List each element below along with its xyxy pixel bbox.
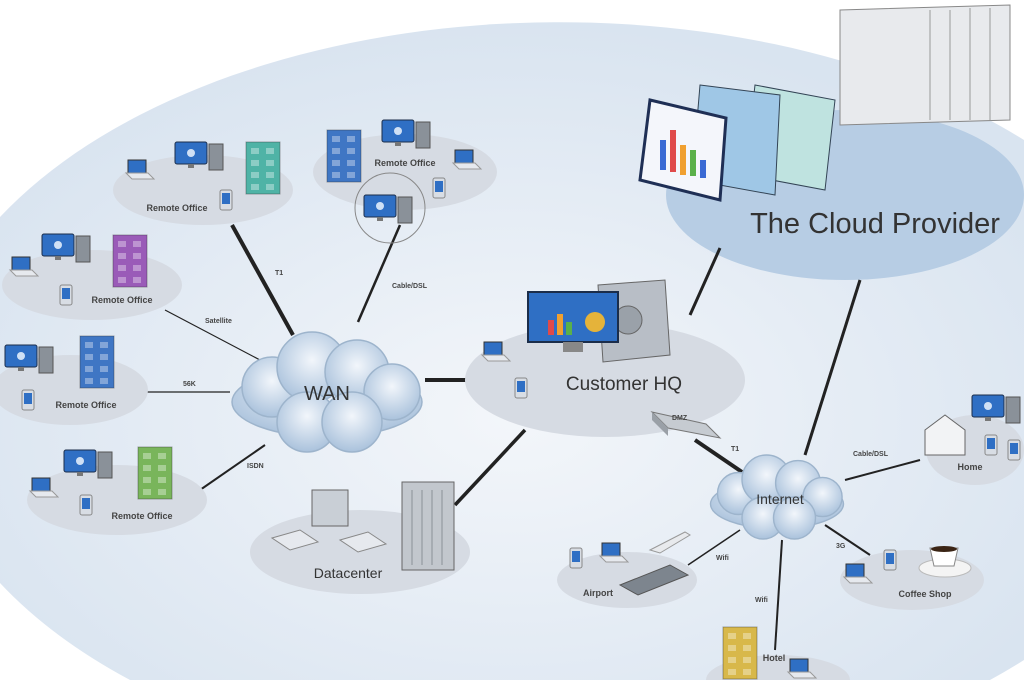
link-label-56k: 56K [183, 381, 196, 388]
home-label: Home [957, 462, 982, 472]
wan-cloud: WAN [231, 331, 423, 453]
site-label: Remote Office [374, 158, 435, 168]
datacenter-label: Datacenter [314, 565, 383, 581]
link-label-cable-dsl-home: Cable/DSL [853, 451, 889, 458]
link-label-isdn: ISDN [247, 463, 264, 470]
connections [145, 224, 921, 651]
server-rack-icon [839, 4, 1011, 126]
site-label: Remote Office [111, 511, 172, 521]
hq-label: Customer HQ [566, 374, 682, 395]
internet-cloud: Internet [709, 454, 845, 540]
link-label-3g: 3G [836, 543, 846, 550]
monitor-icon [527, 291, 619, 352]
dashboard-windows-icon [638, 84, 836, 202]
remote-office-left-2: Remote Office [0, 335, 148, 425]
link-label-wifi-airport: Wifi [716, 555, 729, 562]
datacenter: Datacenter [250, 481, 470, 594]
link-label-satellite: Satellite [205, 318, 232, 325]
remote-office-left-1: Remote Office [2, 233, 182, 320]
remote-office-top-right: Remote Office [313, 119, 497, 244]
airport-site: Airport [557, 531, 697, 608]
cloud-provider: The Cloud Provider [638, 4, 1024, 280]
cloud-provider-label: The Cloud Provider [750, 208, 1000, 240]
remote-office-top: Remote Office [113, 141, 293, 225]
hotel-site: Hotel [706, 626, 850, 680]
site-label: Remote Office [146, 203, 207, 213]
internet-label: Internet [756, 491, 804, 507]
remote-office-left-3: Remote Office [27, 446, 207, 535]
site-label: Remote Office [55, 400, 116, 410]
link-label-t1-internet: T1 [731, 446, 739, 453]
hotel-label: Hotel [763, 653, 786, 663]
home-site: Home [924, 394, 1024, 485]
coffee-shop-label: Coffee Shop [899, 589, 953, 599]
coffee-shop-site: Coffee Shop [840, 546, 984, 610]
site-label: Remote Office [91, 295, 152, 305]
wan-label: WAN [304, 383, 350, 405]
link-label-wifi-hotel: Wifi [755, 597, 768, 604]
customer-hq: Customer HQ DMZ [465, 279, 745, 439]
airport-label: Airport [583, 588, 613, 598]
link-label-cable-dsl: Cable/DSL [392, 283, 428, 290]
dmz-device: DMZ [650, 411, 722, 439]
link-label-t1: T1 [275, 270, 283, 277]
dmz-label: DMZ [672, 415, 688, 422]
